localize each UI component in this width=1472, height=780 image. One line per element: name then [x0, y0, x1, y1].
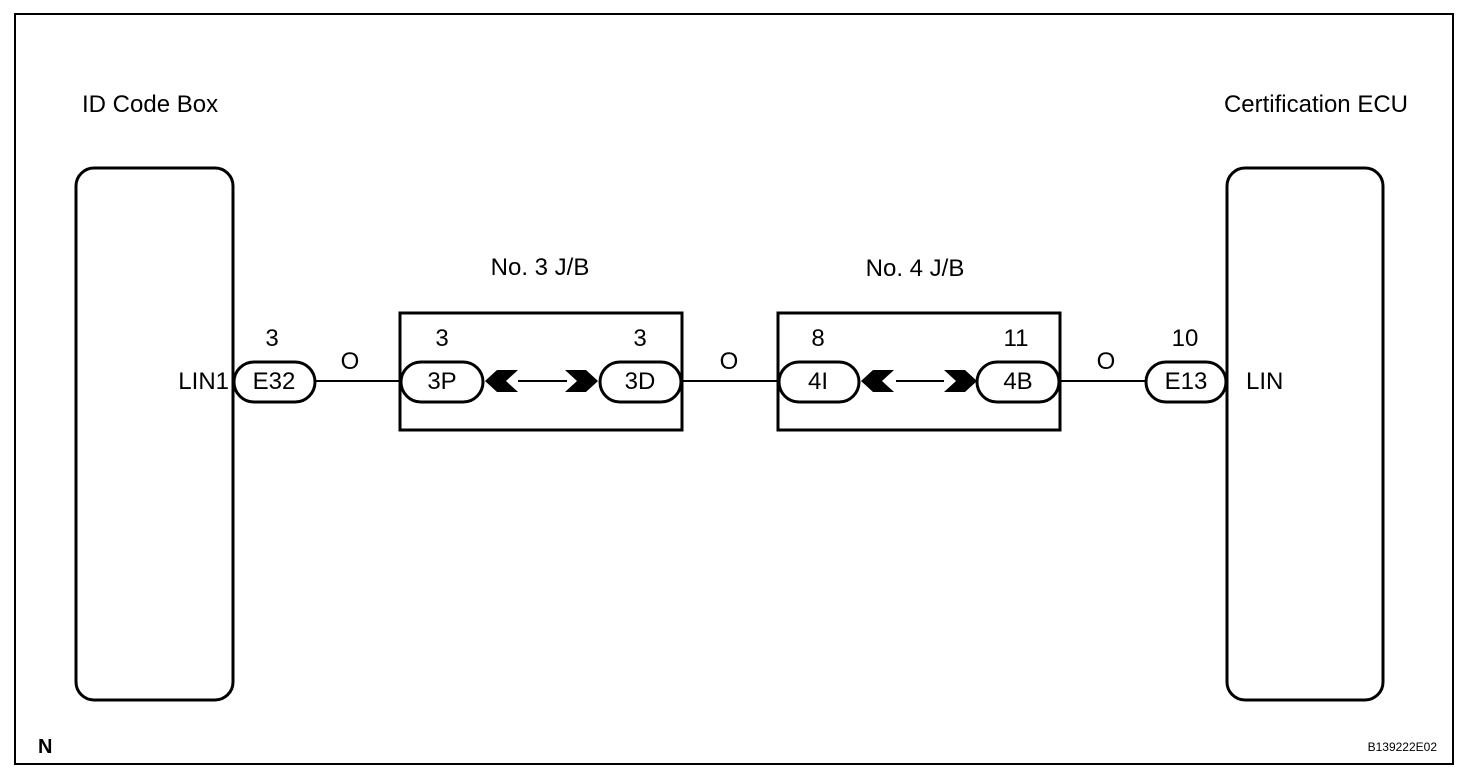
north-mark: N	[38, 736, 53, 758]
jb3-outline	[398, 311, 684, 432]
connector-e32-outline	[232, 360, 317, 404]
connector-4i-outline	[777, 360, 861, 404]
connector-3p-id: 3P	[427, 368, 457, 395]
jb4-title: No. 4 J/B	[865, 255, 965, 282]
connector-3d-pin: 3	[633, 325, 647, 352]
connector-4b-outline	[975, 360, 1061, 404]
connector-3d-id: 3D	[624, 368, 656, 395]
connector-3d-outline	[598, 360, 683, 404]
id-code-box-title: ID Code Box	[82, 91, 219, 118]
jb3-right-arrow-icon	[565, 370, 598, 392]
connector-3p-pin: 3	[435, 325, 449, 352]
certification-ecu-outline	[1225, 166, 1385, 702]
wire-3-color: O	[1096, 348, 1116, 375]
jb4-right-arrow-icon	[944, 370, 977, 392]
connector-e32-id: E32	[252, 368, 296, 395]
connector-4b-id: 4B	[1003, 368, 1033, 395]
figure-id: B139222E02	[1367, 740, 1437, 754]
wire-2-color: O	[719, 348, 739, 375]
connector-4b-pin: 11	[1003, 325, 1029, 352]
jb3-left-arrow-icon	[485, 370, 518, 392]
connector-4i-id: 4I	[807, 368, 829, 395]
jb4-left-arrow-icon	[861, 370, 894, 392]
jb3-title: No. 3 J/B	[490, 254, 590, 281]
jb4-outline	[776, 311, 1062, 432]
connector-e13-outline	[1144, 360, 1228, 404]
connector-3p-outline	[399, 360, 485, 404]
id-code-box-pin-name: LIN1	[178, 368, 229, 395]
connector-e32-pin: 3	[265, 325, 279, 352]
connector-e13-pin: 10	[1171, 325, 1199, 352]
certification-ecu-title: Certification ECU	[1223, 91, 1408, 118]
diagram-frame	[14, 13, 1454, 765]
wire-1-color: O	[340, 348, 360, 375]
connector-4i-pin: 8	[811, 325, 825, 352]
certification-ecu-pin-name: LIN	[1246, 368, 1284, 395]
connector-e13-id: E13	[1164, 368, 1208, 395]
id-code-box-outline	[74, 166, 235, 702]
